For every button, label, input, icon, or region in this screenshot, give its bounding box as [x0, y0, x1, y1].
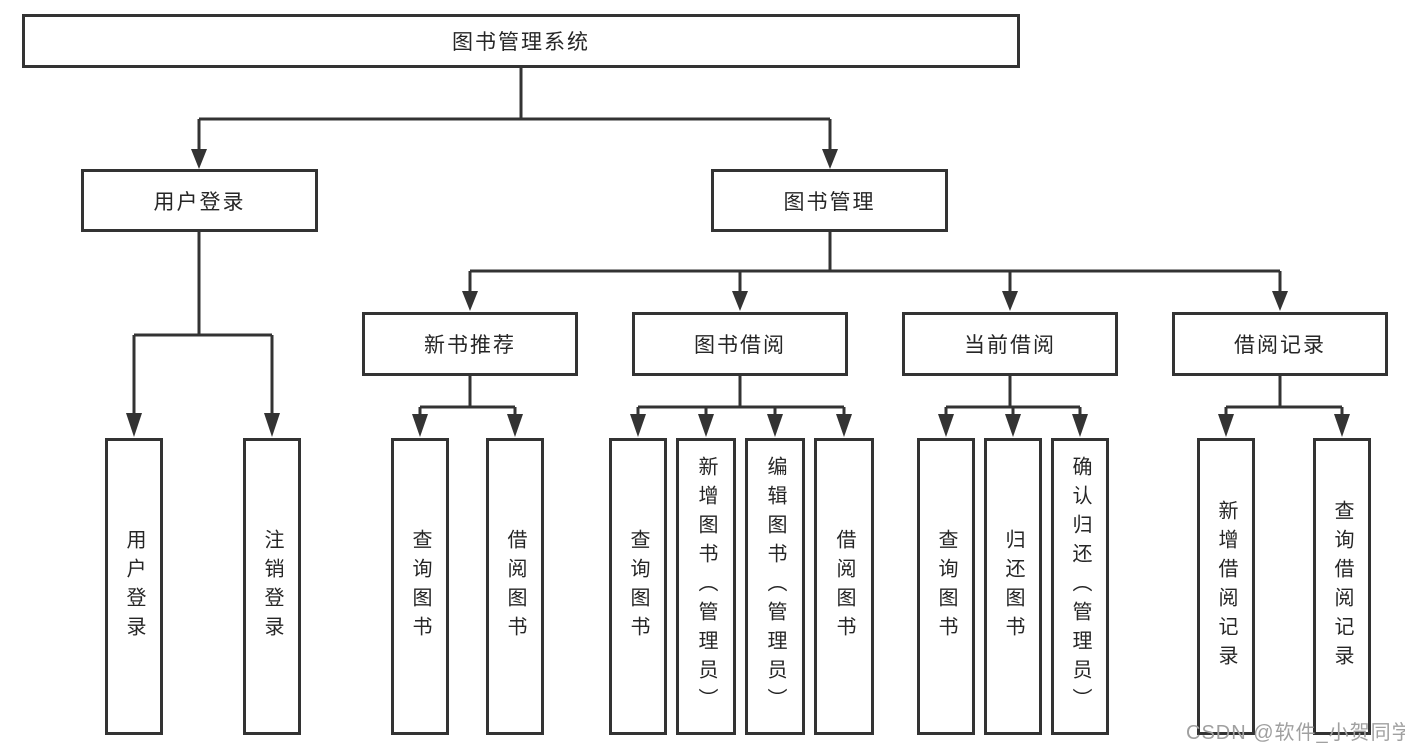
leaf-return-books-label: 归还图书 [1002, 528, 1024, 645]
leaf-user-login-label: 用户登录 [123, 528, 145, 645]
leaf-query-borrow-record: 查询借阅记录 [1313, 438, 1371, 735]
leaf-query-borrow-record-label: 查询借阅记录 [1331, 499, 1353, 674]
leaf-edit-books-admin: 编辑图书（管理员） [745, 438, 805, 735]
node-book-borrow: 图书借阅 [632, 312, 848, 376]
csdn-watermark: CSDN @软件_小贺同学 [1186, 722, 1405, 744]
leaf-user-login: 用户登录 [105, 438, 163, 735]
leaf-logout: 注销登录 [243, 438, 301, 735]
leaf-recommend-query-books-label: 查询图书 [409, 528, 431, 645]
node-book-management: 图书管理 [711, 169, 948, 232]
leaf-recommend-borrow-books-label: 借阅图书 [504, 528, 526, 645]
node-new-book-recommend: 新书推荐 [362, 312, 578, 376]
leaf-borrow-query-books: 查询图书 [609, 438, 667, 735]
leaf-current-query-books: 查询图书 [917, 438, 975, 735]
node-borrow-records: 借阅记录 [1172, 312, 1388, 376]
leaf-add-books-admin-label: 新增图书（管理员） [695, 456, 717, 717]
node-user-login: 用户登录 [81, 169, 318, 232]
leaf-borrow-books-label: 借阅图书 [833, 528, 855, 645]
leaf-borrow-books: 借阅图书 [814, 438, 874, 735]
node-current-borrow-label: 当前借阅 [964, 334, 1056, 357]
connector-strokes [132, 68, 1344, 417]
leaf-recommend-borrow-books: 借阅图书 [486, 438, 544, 735]
node-current-borrow: 当前借阅 [902, 312, 1118, 376]
node-book-management-label: 图书管理 [783, 190, 876, 214]
leaf-confirm-return-admin: 确认归还（管理员） [1051, 438, 1109, 735]
node-borrow-records-label: 借阅记录 [1234, 334, 1326, 357]
leaf-confirm-return-admin-label: 确认归还（管理员） [1069, 456, 1091, 717]
leaf-add-books-admin: 新增图书（管理员） [676, 438, 736, 735]
leaf-logout-label: 注销登录 [261, 528, 283, 645]
node-library-system-label: 图书管理系统 [452, 31, 590, 54]
node-book-borrow-label: 图书借阅 [694, 334, 786, 357]
leaf-borrow-query-books-label: 查询图书 [627, 528, 649, 645]
node-user-login-label: 用户登录 [153, 190, 246, 214]
arrowheads [126, 149, 1350, 437]
leaf-edit-books-admin-label: 编辑图书（管理员） [764, 456, 786, 717]
leaf-return-books: 归还图书 [984, 438, 1042, 735]
node-new-book-recommend-label: 新书推荐 [424, 334, 516, 357]
leaf-add-borrow-record-label: 新增借阅记录 [1215, 499, 1237, 674]
leaf-add-borrow-record: 新增借阅记录 [1197, 438, 1255, 735]
node-library-system: 图书管理系统 [22, 14, 1020, 68]
leaf-recommend-query-books: 查询图书 [391, 438, 449, 735]
leaf-current-query-books-label: 查询图书 [935, 528, 957, 645]
